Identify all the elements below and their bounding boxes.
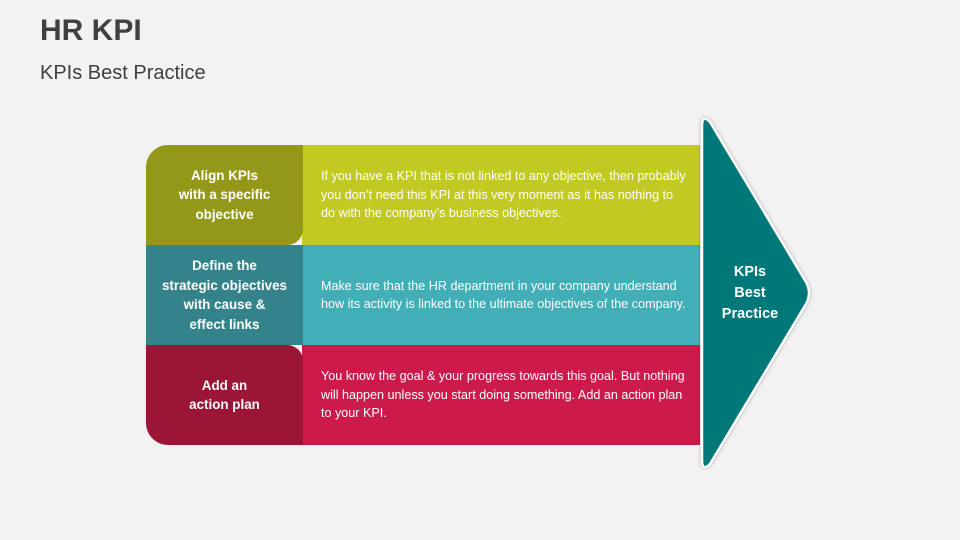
practice-description: You know the goal & your progress toward… <box>321 369 685 421</box>
slide-title: HR KPI <box>40 14 142 47</box>
practice-description-box: Make sure that the HR department in your… <box>302 245 700 345</box>
practice-label-box: Add an action plan <box>146 345 303 445</box>
practice-label-box: Define the strategic objectives with cau… <box>146 245 303 345</box>
slide-subtitle: KPIs Best Practice <box>40 62 206 84</box>
practice-description-box: If you have a KPI that is not linked to … <box>302 145 700 245</box>
practice-label-box: Align KPIs with a specific objective <box>146 145 303 245</box>
practice-row-define-objectives: Make sure that the HR department in your… <box>146 245 700 345</box>
arrow-chevron-shape <box>700 117 811 469</box>
practice-label: Add an action plan <box>189 377 260 413</box>
practice-description-box: You know the goal & your progress toward… <box>302 345 700 445</box>
arrow-label: KPIs Best Practice <box>721 264 779 322</box>
practice-label: Define the strategic objectives with cau… <box>161 258 288 332</box>
practice-description: If you have a KPI that is not linked to … <box>321 169 686 221</box>
practice-description: Make sure that the HR department in your… <box>321 278 686 312</box>
practice-label: Align KPIs with a specific objective <box>178 167 271 222</box>
practice-row-action-plan: You know the goal & your progress toward… <box>146 345 700 445</box>
practice-row-align-kpis: If you have a KPI that is not linked to … <box>146 145 700 245</box>
